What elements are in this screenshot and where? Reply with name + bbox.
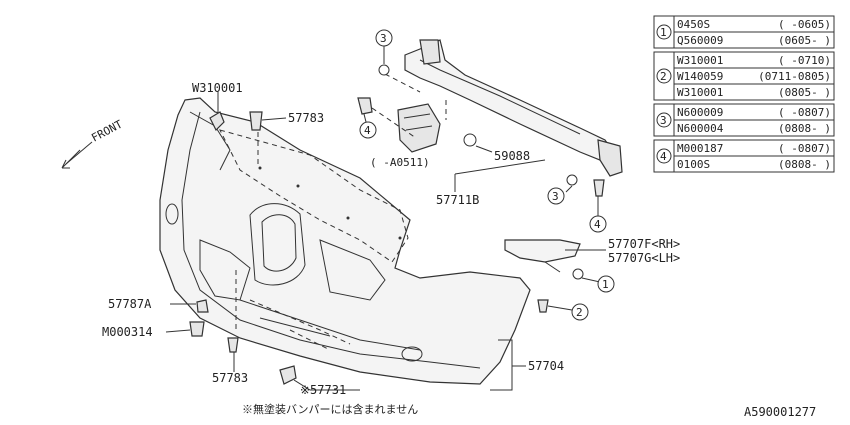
svg-text:3: 3	[552, 190, 559, 203]
dash-leaders	[235, 73, 447, 351]
label-57707g: 57707G<LH>	[608, 251, 680, 265]
fasteners	[189, 64, 605, 385]
legend-number: 3	[660, 114, 667, 127]
legend-part-number: Q560009	[677, 34, 723, 47]
side-bracket	[504, 239, 581, 273]
legend-number: 2	[660, 70, 667, 83]
clip-w310001	[209, 111, 225, 132]
clip-57783-top	[249, 111, 263, 131]
svg-text:4: 4	[594, 218, 601, 231]
legend-number-circle	[656, 112, 672, 128]
legend-part-number: 0450S	[677, 18, 710, 31]
label-57731: ※57731	[300, 383, 346, 397]
document-code: A590001277	[744, 405, 816, 419]
legend-part-number: M000187	[677, 142, 723, 155]
bumper-cover	[159, 97, 531, 385]
legend-date-range: ( -0807)	[778, 106, 831, 119]
label-57783-top: 57783	[288, 111, 324, 125]
legend-date-range: (0808- )	[778, 158, 831, 171]
legend-date-range: (0605- )	[778, 34, 831, 47]
legend-number: 4	[660, 150, 667, 163]
label-57711b: 57711B	[436, 193, 479, 207]
circle-mark-4a: 4	[359, 121, 377, 139]
bolt-m000314	[189, 321, 205, 337]
label-w310001: W310001	[192, 81, 243, 95]
nut-3-right	[566, 174, 578, 186]
clip-1	[572, 268, 584, 280]
clip-2	[537, 299, 549, 313]
legend-number-circle	[656, 68, 672, 84]
circle-mark-2: 2	[571, 303, 589, 321]
circle-mark-4b: 4	[589, 215, 607, 233]
legend-number-circle	[656, 24, 672, 40]
reinforcement-beam	[397, 39, 623, 177]
svg-text:3: 3	[380, 32, 387, 45]
svg-text:2: 2	[576, 306, 583, 319]
legend-group-box	[653, 51, 835, 101]
svg-text:1: 1	[602, 278, 609, 291]
legend-number: 1	[660, 26, 667, 39]
circle-mark-3a: 3	[375, 29, 393, 47]
nut-59088	[463, 133, 477, 147]
label-57704: 57704	[528, 359, 564, 373]
legend-date-range: (0808- )	[778, 122, 831, 135]
label-leaders	[165, 46, 606, 391]
nut-3-top	[378, 64, 390, 76]
svg-text:4: 4	[364, 124, 371, 137]
legend-part-number: N600009	[677, 106, 723, 119]
legend-number-circle	[656, 148, 672, 164]
front-label: FRONT	[89, 117, 125, 144]
bolt-4-right	[593, 179, 605, 197]
label-57787a: 57787A	[108, 297, 152, 311]
circle-mark-3b: 3	[547, 187, 565, 205]
clip-57783-bot	[227, 337, 239, 353]
label-57707f: 57707F<RH>	[608, 237, 680, 251]
legend-date-range: ( -0710)	[778, 54, 831, 67]
legend-date-range: (0711-0805)	[758, 70, 831, 83]
legend-part-number: W310001	[677, 54, 723, 67]
legend-date-range: (0805- )	[778, 86, 831, 99]
label-57783-bot: 57783	[212, 371, 248, 385]
circle-mark-1: 1	[597, 275, 615, 293]
legend-date-range: ( -0605)	[778, 18, 831, 31]
upper-panel-outline	[219, 129, 409, 263]
legend-part-number: W310001	[677, 86, 723, 99]
bolt-4-top	[357, 97, 373, 115]
footnote: ※無塗装バンパーには含まれません	[242, 402, 418, 416]
label-m000314: M000314	[102, 325, 153, 339]
label-57711b-range: ( -A0511)	[370, 156, 430, 169]
front-arrow-icon	[61, 141, 93, 169]
legend-part-number: 0100S	[677, 158, 710, 171]
label-59088: 59088	[494, 149, 530, 163]
legend-date-range: ( -0807)	[778, 142, 831, 155]
clip-57787a	[196, 299, 209, 313]
legend-part-number: N600004	[677, 122, 724, 135]
clip-57731	[279, 365, 297, 385]
legend-part-number: W140059	[677, 70, 723, 83]
